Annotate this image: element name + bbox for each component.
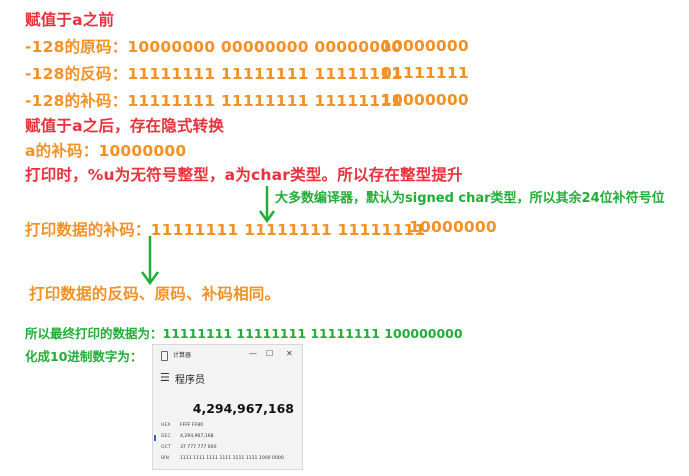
line-codes-same: 打印数据的反码、原码、补码相同。 [29, 285, 281, 303]
ones-complement-prefix: -128的反码： [25, 65, 128, 83]
ones-complement-bits: 11111111 11111111 11111111 [127, 65, 403, 83]
radix-value: 4,294,967,168 [180, 434, 214, 439]
line-twos-complement: -128的补码：11111111 11111111 11111111 [25, 89, 402, 111]
line-original-code: -128的原码：10000000 00000000 00000000 [25, 35, 402, 57]
down-arrow-short-icon [258, 186, 276, 224]
radix-tag: BIN [161, 456, 169, 461]
radix-tag: DEC [161, 434, 171, 439]
minimize-button[interactable]: — [249, 349, 257, 358]
radix-tag: HEX [161, 423, 171, 428]
calculator-display: 4,294,967,168 [192, 401, 294, 416]
line-printing-promotion: 打印时，%u为无符号整型，a为char类型。所以存在整型提升 [25, 166, 463, 184]
original-code-prefix: -128的原码： [25, 38, 128, 56]
radix-tag: OCT [161, 445, 171, 450]
radix-value: 1111 1111 1111 1111 1111 1111 1000 0000 [180, 456, 284, 461]
print-twos-tail: 10000000 [409, 218, 497, 236]
original-code-bits: 10000000 00000000 00000000 [127, 38, 403, 56]
twos-complement-bits: 11111111 11111111 11111111 [127, 92, 403, 110]
radix-value: FFFF FF80 [180, 423, 204, 428]
line-to-decimal: 化成10进制数字为： [25, 349, 143, 364]
original-code-tail: 10000000 [381, 37, 469, 55]
close-button[interactable]: ✕ [286, 349, 293, 358]
line-a-twos-complement: a的补码：10000000 [25, 142, 187, 160]
line-after-assign: 赋值于a之后，存在隐式转换 [25, 117, 225, 135]
selected-indicator [154, 435, 156, 441]
down-arrow-long-icon [140, 236, 160, 286]
maximize-button[interactable]: ☐ [266, 349, 274, 358]
radix-value: 37 777 777 600 [180, 445, 217, 450]
line-ones-complement: -128的反码：11111111 11111111 11111111 [25, 62, 402, 84]
radix-row-bin[interactable]: BIN 1111 1111 1111 1111 1111 1111 1000 0… [153, 456, 302, 466]
calculator-window: 计算器 — ☐ ✕ ☰ 程序员 4,294,967,168 HEX FFFF F… [152, 344, 303, 470]
calculator-app-name: 计算器 [173, 352, 192, 359]
ones-complement-tail: 01111111 [381, 64, 469, 82]
print-twos-bits: 11111111 11111111 11111111 [150, 221, 426, 239]
twos-complement-tail: 10000000 [381, 91, 469, 109]
calculator-app-icon [161, 351, 168, 361]
line-final-printed: 所以最终打印的数据为：11111111 11111111 11111111 10… [25, 326, 463, 341]
print-twos-prefix: 打印数据的补码： [25, 221, 151, 239]
calculator-titlebar: 计算器 — ☐ ✕ [153, 345, 302, 365]
twos-complement-prefix: -128的补码： [25, 92, 128, 110]
calculator-mode-title: 程序员 [175, 375, 205, 386]
menu-icon[interactable]: ☰ [160, 371, 170, 384]
note-signed-char: 大多数编译器，默认为signed char类型，所以其余24位补符号位 [275, 191, 665, 206]
radix-row-oct[interactable]: OCT 37 777 777 600 [153, 445, 302, 455]
line-print-twos-complement: 打印数据的补码：11111111 11111111 11111111 [25, 218, 425, 240]
radix-row-hex[interactable]: HEX FFFF FF80 [153, 423, 302, 433]
line-before-assign: 赋值于a之前 [25, 11, 115, 29]
radix-row-dec[interactable]: DEC 4,294,967,168 [153, 434, 302, 444]
